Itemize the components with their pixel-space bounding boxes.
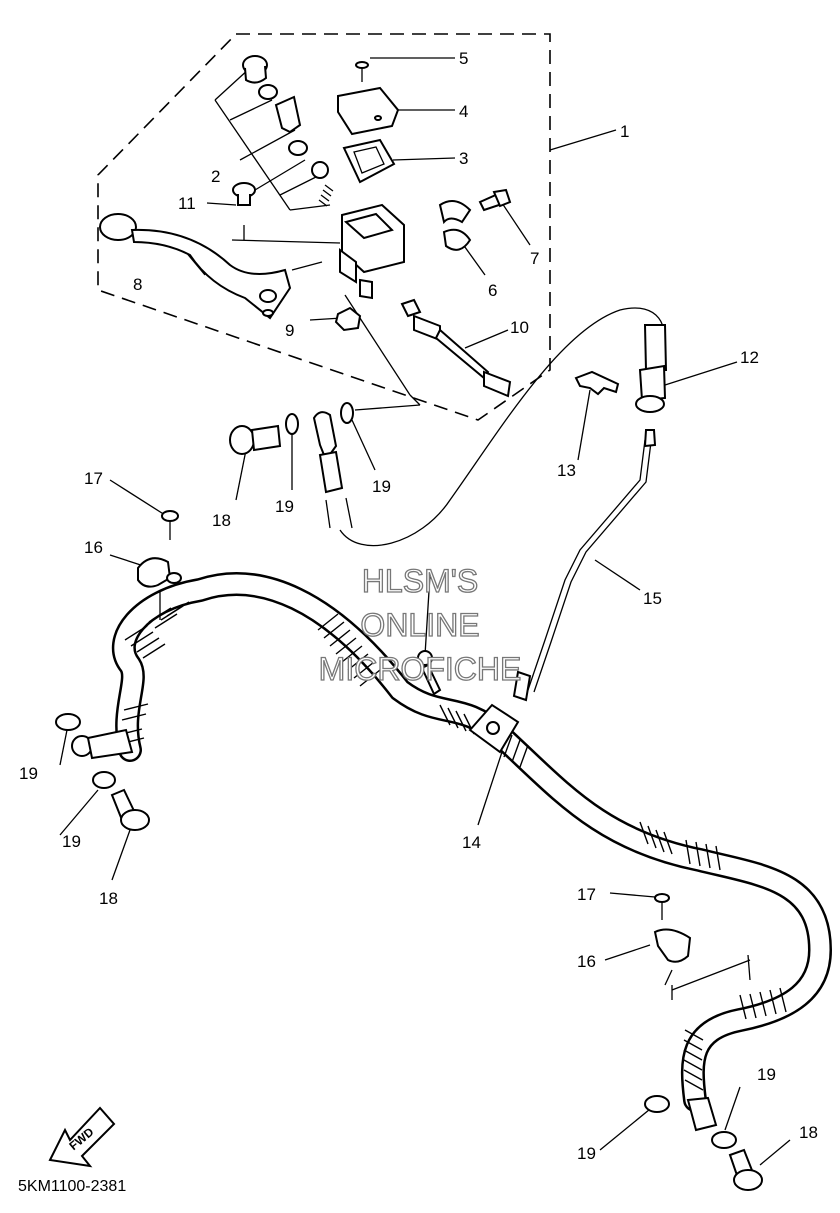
callout-10: 10: [510, 318, 529, 337]
upper-hose-banjo: [312, 411, 344, 494]
watermark: HLSM'S ONLINE MICROFICHE: [318, 562, 522, 687]
callout-7: 7: [530, 249, 539, 268]
copper-washer-4: [92, 771, 116, 789]
watermark-line-2: ONLINE: [360, 607, 479, 643]
lever-nut: [334, 306, 362, 332]
copper-washer-2: [340, 402, 354, 424]
hose-ribs: [117, 601, 787, 1091]
callout-17-right: 17: [577, 885, 596, 904]
callout-1: 1: [620, 122, 629, 141]
brake-lever: [99, 213, 292, 320]
clamp-bolt-right: [654, 893, 670, 920]
clamp-bolt-left: [161, 510, 179, 540]
upper-hose-end: [635, 324, 668, 448]
diaphragm: [342, 138, 396, 184]
callout-13: 13: [557, 461, 576, 480]
callout-8: 8: [133, 275, 142, 294]
callout-15: 15: [643, 589, 662, 608]
callout-9: 9: [285, 321, 294, 340]
hose-clip-top: [574, 370, 620, 396]
callout-19-f: 19: [577, 1144, 596, 1163]
callout-5: 5: [459, 49, 468, 68]
callout-14: 14: [462, 833, 481, 852]
callout-19-b: 19: [372, 477, 391, 496]
holder-bolt: [478, 188, 512, 212]
bleed-fitting: [417, 650, 442, 696]
copper-washer-1: [285, 413, 299, 435]
brake-pipe: [527, 439, 646, 691]
reservoir-cap: [337, 86, 400, 136]
left-hose-end: [71, 728, 134, 760]
callout-11: 11: [178, 194, 196, 213]
callout-4: 4: [459, 102, 468, 121]
callout-17-left: 17: [84, 469, 103, 488]
callout-labels: 1 2 3 4 5 6 7 8 9 10 11 12 13 14 15 16 1…: [19, 49, 818, 1163]
fwd-arrow: FWD: [48, 1106, 116, 1168]
cap-screw: [355, 61, 369, 82]
piston-kit-bracket: [214, 67, 331, 211]
brake-light-switch: [400, 298, 512, 398]
callout-18-top: 18: [212, 511, 231, 530]
callout-18-left: 18: [99, 889, 118, 908]
callout-19-e: 19: [757, 1065, 776, 1084]
brake-pipe-inner: [533, 441, 652, 693]
catalog-code: 5KM1100-2381: [18, 1178, 126, 1195]
callout-19-d: 19: [62, 832, 81, 851]
callout-2: 2: [211, 167, 220, 186]
lever-pivot-bolt: [232, 182, 256, 206]
callout-19-c: 19: [19, 764, 38, 783]
union-bolt-top: [229, 424, 282, 455]
union-bolt-left: [110, 788, 150, 831]
master-cylinder-holder: [438, 200, 472, 251]
callout-19-a: 19: [275, 497, 294, 516]
right-hose-end: [686, 1096, 718, 1132]
hose-clamp-left: [137, 557, 182, 588]
copper-washer-3: [55, 713, 81, 731]
callout-16-left: 16: [84, 538, 103, 557]
callout-12: 12: [740, 348, 759, 367]
copper-washer-6: [711, 1131, 737, 1149]
callout-18-right: 18: [799, 1123, 818, 1142]
pipe-fitting: [512, 670, 532, 702]
callout-6: 6: [488, 281, 497, 300]
master-cylinder-body: [339, 203, 405, 300]
brake-hose-joint: [468, 703, 520, 754]
callout-16-right: 16: [577, 952, 596, 971]
union-bolt-right: [728, 1148, 763, 1191]
watermark-line-1: HLSM'S: [362, 563, 478, 599]
callout-3: 3: [459, 149, 468, 168]
upper-brake-hose: [339, 307, 665, 547]
upper-brake-hose-inner: [325, 497, 353, 529]
copper-washer-5: [644, 1095, 670, 1113]
hose-clamp-right: [653, 928, 692, 963]
piston-kit: [242, 55, 334, 207]
watermark-line-3: MICROFICHE: [319, 651, 522, 687]
lower-brake-hose-inner: [114, 574, 830, 1110]
assembly-boundary: [97, 33, 551, 421]
